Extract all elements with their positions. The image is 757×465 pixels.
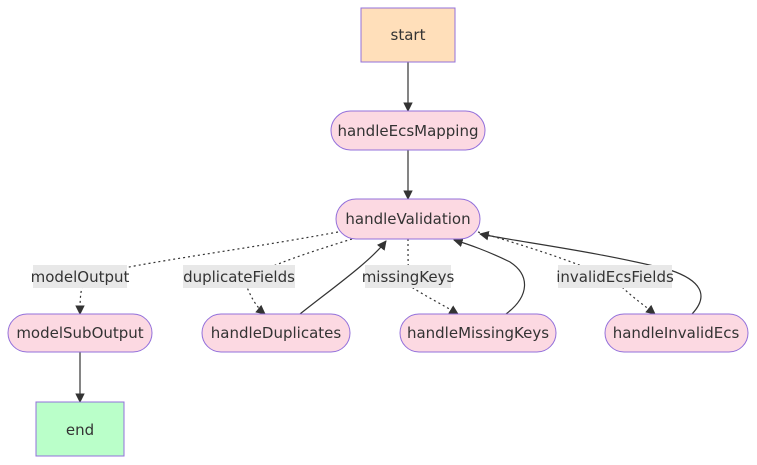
node-handleecsmapping-shape — [330, 110, 486, 151]
node-handlevalidation-shape — [335, 198, 481, 240]
node-handleduplicates[interactable]: handleDuplicates — [201, 313, 351, 353]
node-end[interactable]: end — [35, 401, 125, 457]
node-start-label: start — [391, 26, 426, 44]
node-handleecsmapping-label: handleEcsMapping — [337, 122, 478, 140]
node-handlemissingkeys-label: handleMissingKeys — [407, 324, 549, 342]
node-modelsuboutput[interactable]: modelSubOutput — [7, 313, 153, 353]
edge-handleinvalidecs-to-handlevalidation — [479, 230, 702, 315]
node-start[interactable]: start — [360, 7, 456, 63]
edge-label-modeloutput: modelOutput — [31, 268, 130, 286]
node-handlemissingkeys-shape — [399, 313, 557, 353]
edge-handlemissingkeys-to-handlevalidation — [453, 237, 526, 315]
edge-label-bg-modeloutput — [33, 265, 127, 288]
edge-label-invalidecsfields: invalidEcsFields — [556, 268, 674, 286]
node-handleduplicates-shape — [201, 313, 351, 353]
node-end-shape — [35, 401, 125, 457]
node-handleinvalidecs-label: handleInvalidEcs — [613, 324, 740, 342]
node-handleinvalidecs-shape — [604, 313, 749, 353]
node-modelsuboutput-shape — [7, 313, 153, 353]
node-handlevalidation[interactable]: handleValidation — [335, 198, 481, 240]
edge-label-bg-invalidecsfields — [558, 265, 672, 288]
node-handlemissingkeys[interactable]: handleMissingKeys — [399, 313, 557, 353]
edge-labels: modelOutput duplicateFields missingKeys … — [31, 265, 674, 288]
node-handleecsmapping[interactable]: handleEcsMapping — [330, 110, 486, 151]
node-modelsuboutput-label: modelSubOutput — [16, 324, 143, 342]
edge-handleduplicates-to-handlevalidation — [299, 240, 387, 315]
node-handlevalidation-label: handleValidation — [345, 210, 470, 228]
node-handleinvalidecs[interactable]: handleInvalidEcs — [604, 313, 749, 353]
nodes: start handleEcsMapping handleValidation … — [7, 7, 749, 457]
edge-label-missingkeys: missingKeys — [362, 268, 455, 286]
node-handleduplicates-label: handleDuplicates — [211, 324, 342, 342]
edge-label-bg-missingkeys — [365, 265, 451, 288]
node-start-shape — [360, 7, 456, 63]
edge-label-bg-duplicatefields — [183, 265, 295, 288]
edge-label-duplicatefields: duplicateFields — [183, 268, 295, 286]
node-end-label: end — [66, 421, 94, 439]
